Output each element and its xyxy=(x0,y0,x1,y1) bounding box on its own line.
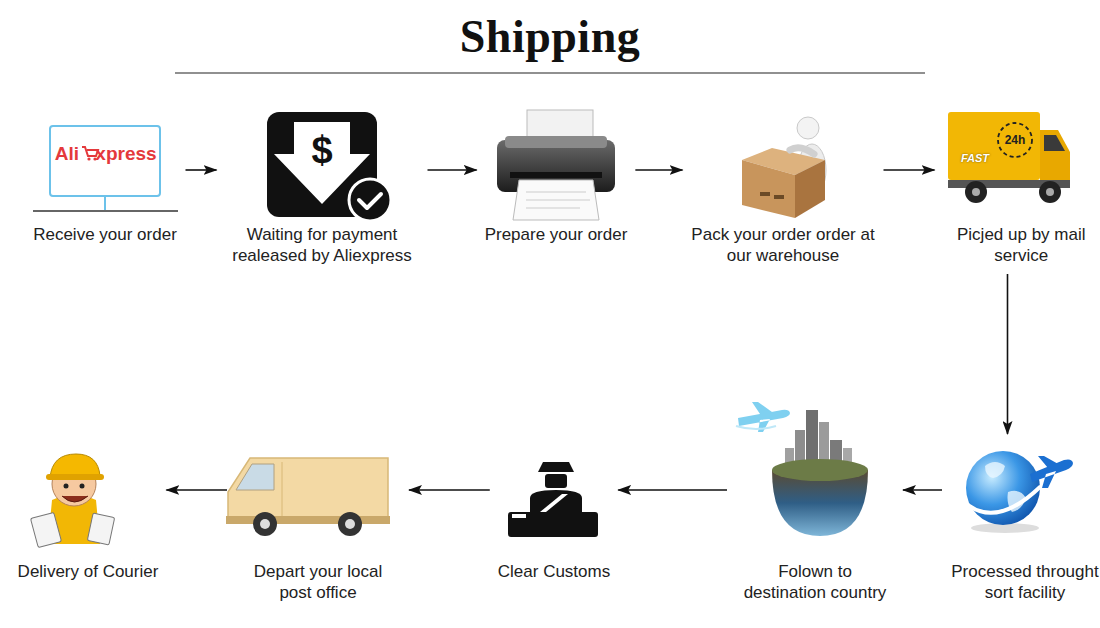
customs-icon xyxy=(508,462,598,537)
globe-icon xyxy=(966,451,1073,533)
icon-space xyxy=(33,110,178,224)
icon-space xyxy=(943,110,1100,224)
process-step: Processed throught sort facility xyxy=(950,442,1100,603)
step-label: Prepare your order xyxy=(485,224,628,245)
step-label: Depart your local post office xyxy=(243,561,393,603)
icon-space xyxy=(735,400,895,561)
step-label: Delivery of Courier xyxy=(18,561,159,582)
printer-icon xyxy=(497,110,615,220)
flow-arrow xyxy=(186,169,217,171)
process-step: Prepare your order xyxy=(485,110,628,245)
process-step: Pack your order order at our warehouse xyxy=(691,110,876,266)
flow-arrow xyxy=(409,489,490,491)
flow-arrow xyxy=(166,489,227,491)
step-label: Picjed up by mail service xyxy=(943,224,1100,266)
icon-space xyxy=(18,400,159,561)
city-globe-icon xyxy=(736,402,868,536)
icon-space xyxy=(950,442,1100,561)
truck-text: FAST xyxy=(961,153,989,164)
flow-arrow xyxy=(635,169,682,171)
process-step: Depart your local post office xyxy=(235,400,401,603)
currency-sign: $ xyxy=(311,131,332,169)
flow-arrow xyxy=(1007,274,1009,434)
title-rule xyxy=(175,72,925,73)
icon-space xyxy=(235,400,401,561)
icon-space xyxy=(691,110,876,224)
step-label: Processed throught sort facility xyxy=(950,561,1100,603)
process-step: Delivery of Courier xyxy=(18,400,159,582)
process-step: Receive your order xyxy=(33,110,178,245)
icon-space xyxy=(485,110,628,224)
monitor-icon xyxy=(33,126,178,211)
diagram-title: Shipping xyxy=(0,10,1100,64)
step-label: Waiting for payment realeased by Aliexpr… xyxy=(225,224,420,266)
truck-text: 24h xyxy=(1005,134,1026,146)
process-step: Folown to destination country xyxy=(735,400,895,603)
step-label: Pack your order order at our warehouse xyxy=(691,224,876,266)
step-label: Clear Customs xyxy=(498,561,610,582)
brand-text: xpress xyxy=(95,144,156,163)
flow-arrow xyxy=(903,489,942,491)
flow-arrow xyxy=(618,489,727,491)
process-step: Clear Customs xyxy=(498,400,610,582)
payment-icon xyxy=(267,112,391,221)
packing-icon xyxy=(742,117,826,218)
flow-arrow xyxy=(428,169,477,171)
courier-icon xyxy=(31,454,115,548)
van-icon xyxy=(226,458,390,536)
step-label: Receive your order xyxy=(33,224,178,245)
truck-icon xyxy=(948,112,1070,203)
icon-space xyxy=(498,400,610,561)
flow-arrow xyxy=(884,169,935,171)
brand-text: Ali xyxy=(55,144,79,163)
step-label: Folown to destination country xyxy=(735,561,895,603)
